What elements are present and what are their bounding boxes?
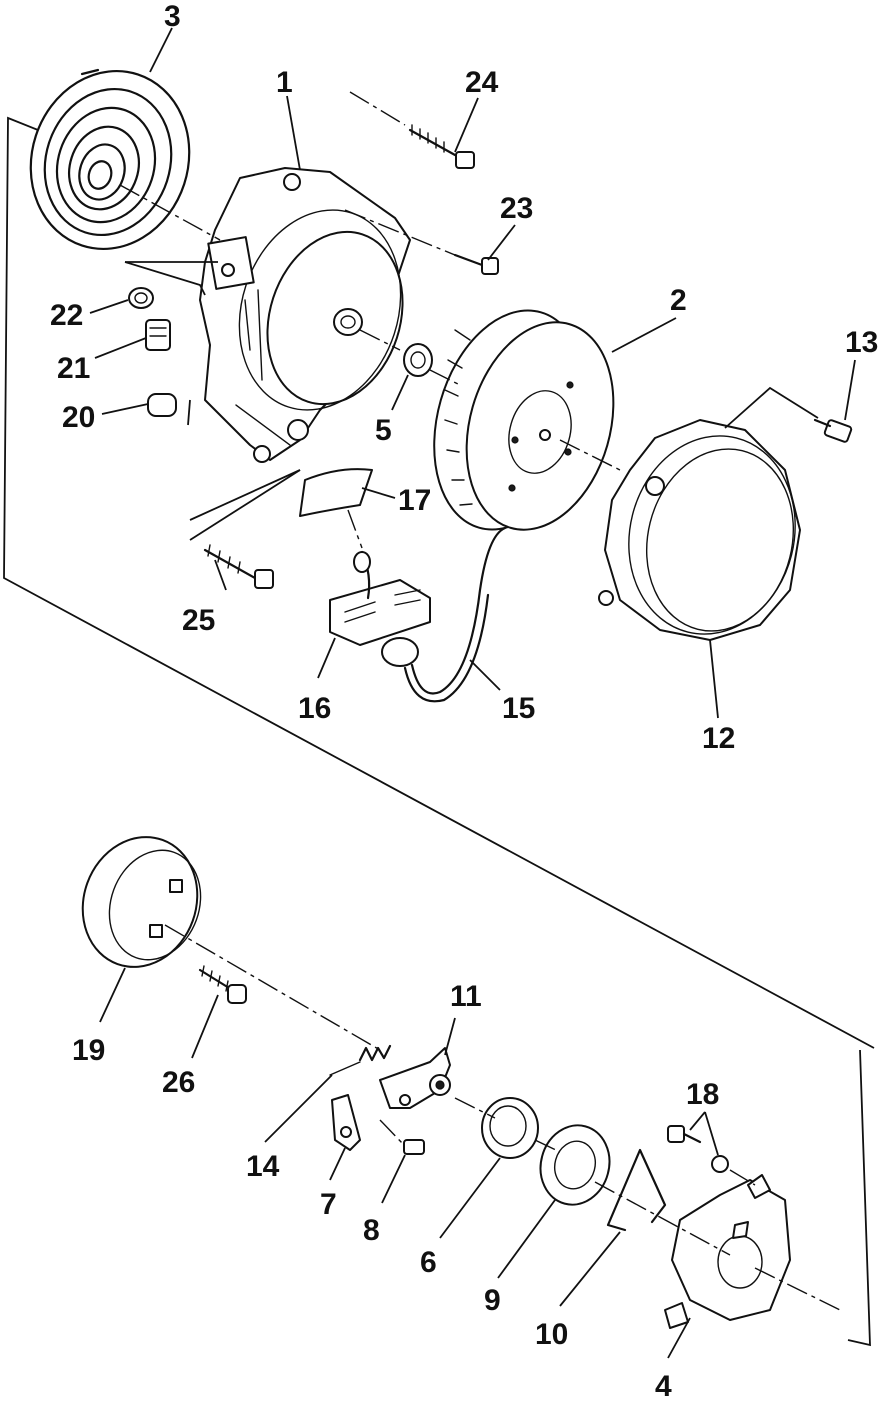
bolt-24	[408, 124, 475, 169]
callout-14: 14	[246, 1150, 280, 1183]
screw-18	[667, 1125, 702, 1144]
starter-housing	[199, 167, 411, 463]
callout-26: 26	[162, 1066, 195, 1099]
handle-insert-17	[299, 468, 373, 517]
callout-1: 1	[276, 66, 293, 99]
starter-pulley	[433, 309, 615, 531]
callout-24: 24	[465, 66, 499, 99]
spring-pin-26	[198, 965, 247, 1004]
callout-23: 23	[500, 192, 533, 225]
wire-spring-10	[606, 1148, 667, 1232]
callout-22: 22	[50, 299, 83, 332]
callout-8: 8	[363, 1214, 380, 1247]
callout-17: 17	[398, 484, 431, 517]
callout-12: 12	[702, 722, 735, 755]
callout-3: 3	[164, 0, 181, 33]
pin-8	[403, 1139, 425, 1155]
callout-18: 18	[686, 1078, 719, 1111]
bushing-5	[403, 343, 433, 377]
callout-13: 13	[845, 326, 878, 359]
plate-9	[539, 1124, 611, 1206]
nut-21	[145, 319, 171, 351]
callout-9: 9	[484, 1284, 501, 1317]
bolt-25	[203, 544, 274, 589]
back-plate-4	[664, 1174, 791, 1329]
callout-4: 4	[655, 1370, 672, 1403]
bracket-11	[379, 1047, 451, 1109]
starter-cover	[598, 419, 801, 641]
callout-15: 15	[502, 692, 535, 725]
callout-labels: 3 1 24 23 2 13 22 21 20 5 17 25 16 15 12…	[50, 0, 878, 1403]
assembly-frame	[3, 116, 875, 1347]
callout-21: 21	[57, 352, 90, 385]
drum-6	[481, 1097, 539, 1159]
callout-11: 11	[450, 980, 482, 1013]
bolt-13	[813, 418, 853, 443]
callout-19: 19	[72, 1034, 105, 1067]
ratchet-cup-19	[81, 836, 202, 968]
callout-5: 5	[375, 414, 392, 447]
bolt-23	[453, 253, 499, 275]
starter-rope-15	[403, 526, 507, 703]
callout-10: 10	[535, 1318, 568, 1351]
washer-18	[711, 1155, 729, 1173]
assembly-axis-lines	[119, 91, 841, 1311]
callout-16: 16	[298, 692, 331, 725]
callout-leaders	[89, 27, 856, 1359]
starter-handle-16	[329, 550, 431, 667]
recoil-spring	[29, 68, 191, 251]
washer-22	[128, 287, 154, 309]
callout-7: 7	[320, 1188, 337, 1221]
callout-6: 6	[420, 1246, 437, 1279]
spacer-20	[147, 393, 177, 417]
pawl-7	[331, 1094, 361, 1151]
callout-25: 25	[182, 604, 215, 637]
spring-14	[329, 1044, 392, 1076]
callout-20: 20	[62, 401, 95, 434]
callout-2: 2	[670, 284, 687, 317]
